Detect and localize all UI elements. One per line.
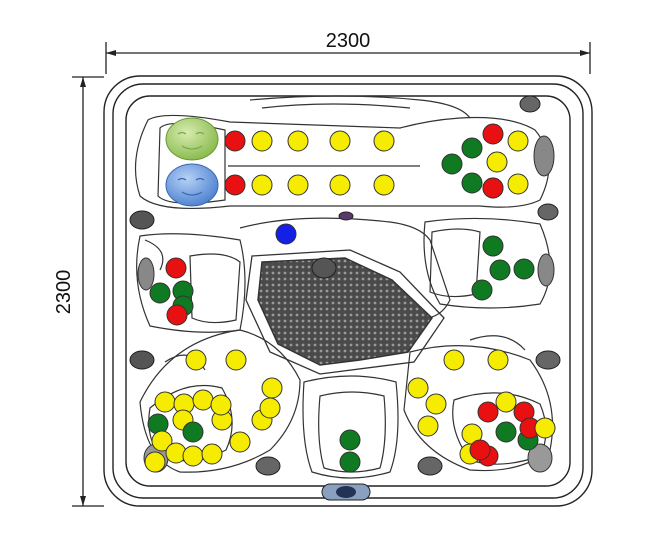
footwell-mesh (257, 257, 433, 366)
jet-red-top-right-seat-1 (482, 123, 504, 145)
jet-red-left-seat-1 (165, 257, 187, 279)
jet-yellow-lounger-bottom-row-4 (329, 174, 351, 196)
jet-green-footwell-2 (339, 451, 361, 473)
pillow-blue (165, 163, 219, 207)
jet-yellow-bottom-right-seat-5 (495, 391, 517, 413)
headrest-tr (533, 135, 555, 177)
jet-green-right-seat-2 (489, 259, 511, 281)
jet-red-left-seat-5 (166, 304, 188, 326)
side-fitting-r2 (535, 350, 561, 370)
pillows (165, 117, 219, 207)
jet-green-right-seat-4 (471, 279, 493, 301)
side-fitting-l1 (129, 210, 155, 230)
jets-layer (144, 123, 556, 473)
jet-yellow-bottom-left-seat-15 (201, 443, 223, 465)
jet-red-lounger-top-row-1 (224, 130, 246, 152)
jet-yellow-lounger-bottom-row-3 (287, 174, 309, 196)
jet-green-right-seat-1 (482, 235, 504, 257)
corner-fitting-tr (519, 95, 541, 113)
headrest-l (137, 257, 155, 291)
pillow-green (165, 117, 219, 161)
jet-yellow-bottom-right-seat-4 (425, 393, 447, 415)
jet-yellow-bottom-left-seat-14 (182, 445, 204, 467)
height-label: 2300 (53, 270, 75, 315)
jet-red-lounger-bottom-row-1 (224, 174, 246, 196)
jet-yellow-lounger-bottom-row-5 (373, 174, 395, 196)
floor-fitting-br (417, 456, 443, 476)
jet-yellow-bottom-left-seat-6 (192, 389, 214, 411)
jet-yellow-lounger-top-row-5 (373, 130, 395, 152)
height-dimension: 2300 (53, 76, 104, 507)
jet-yellow-top-right-seat-2 (507, 130, 529, 152)
floor-fitting-bl (255, 456, 281, 476)
jet-yellow-lounger-top-row-2 (251, 130, 273, 152)
jet-red-bottom-right-seat-14 (469, 439, 491, 461)
jet-yellow-top-right-seat-5 (486, 151, 508, 173)
jet-green-bottom-left-seat-11 (182, 421, 204, 443)
jet-yellow-bottom-left-seat-4 (154, 391, 176, 413)
jet-yellow-bottom-left-seat-1 (185, 349, 207, 371)
width-dimension: 2300 (105, 30, 591, 74)
jet-yellow-bottom-left-seat-3 (261, 377, 283, 399)
jet-red-bottom-right-seat-7 (477, 401, 499, 423)
width-label: 2300 (326, 30, 371, 52)
footwell-rim (245, 249, 445, 375)
jet-yellow-bottom-left-seat-16 (229, 431, 251, 453)
jet-yellow-bottom-left-seat-18 (210, 394, 232, 416)
jet-yellow-bottom-left-seat-17 (259, 397, 281, 419)
jet-red-top-right-seat-8 (482, 177, 504, 199)
small-fitting-top (338, 211, 354, 221)
jet-blue-single-blue-1 (275, 223, 297, 245)
jet-yellow-bottom-right-seat-2 (487, 349, 509, 371)
jet-green-left-seat-2 (149, 282, 171, 304)
jet-green-right-seat-3 (513, 258, 535, 280)
jet-yellow-bottom-left-seat-19 (144, 451, 166, 473)
side-fitting-l2 (129, 350, 155, 370)
jet-green-top-right-seat-3 (461, 137, 483, 159)
headrest-r (537, 253, 555, 287)
jet-yellow-lounger-top-row-4 (329, 130, 351, 152)
jet-yellow-bottom-right-seat-1 (443, 349, 465, 371)
headrest-right-br (527, 443, 553, 473)
side-fitting-r1 (537, 203, 559, 221)
jet-yellow-bottom-left-seat-2 (225, 349, 247, 371)
jet-yellow-bottom-right-seat-3 (407, 377, 429, 399)
jet-yellow-bottom-right-seat-16 (534, 417, 556, 439)
jet-green-top-right-seat-6 (461, 172, 483, 194)
jet-green-top-right-seat-4 (441, 153, 463, 175)
jet-yellow-bottom-left-seat-12 (151, 430, 173, 452)
jet-green-footwell-1 (339, 429, 361, 451)
jet-yellow-lounger-top-row-3 (287, 130, 309, 152)
jet-yellow-top-right-seat-9 (507, 173, 529, 195)
jet-yellow-bottom-right-seat-6 (417, 415, 439, 437)
jet-green-bottom-right-seat-10 (495, 421, 517, 443)
drain-fitting (311, 257, 337, 279)
jet-yellow-lounger-bottom-row-2 (251, 174, 273, 196)
